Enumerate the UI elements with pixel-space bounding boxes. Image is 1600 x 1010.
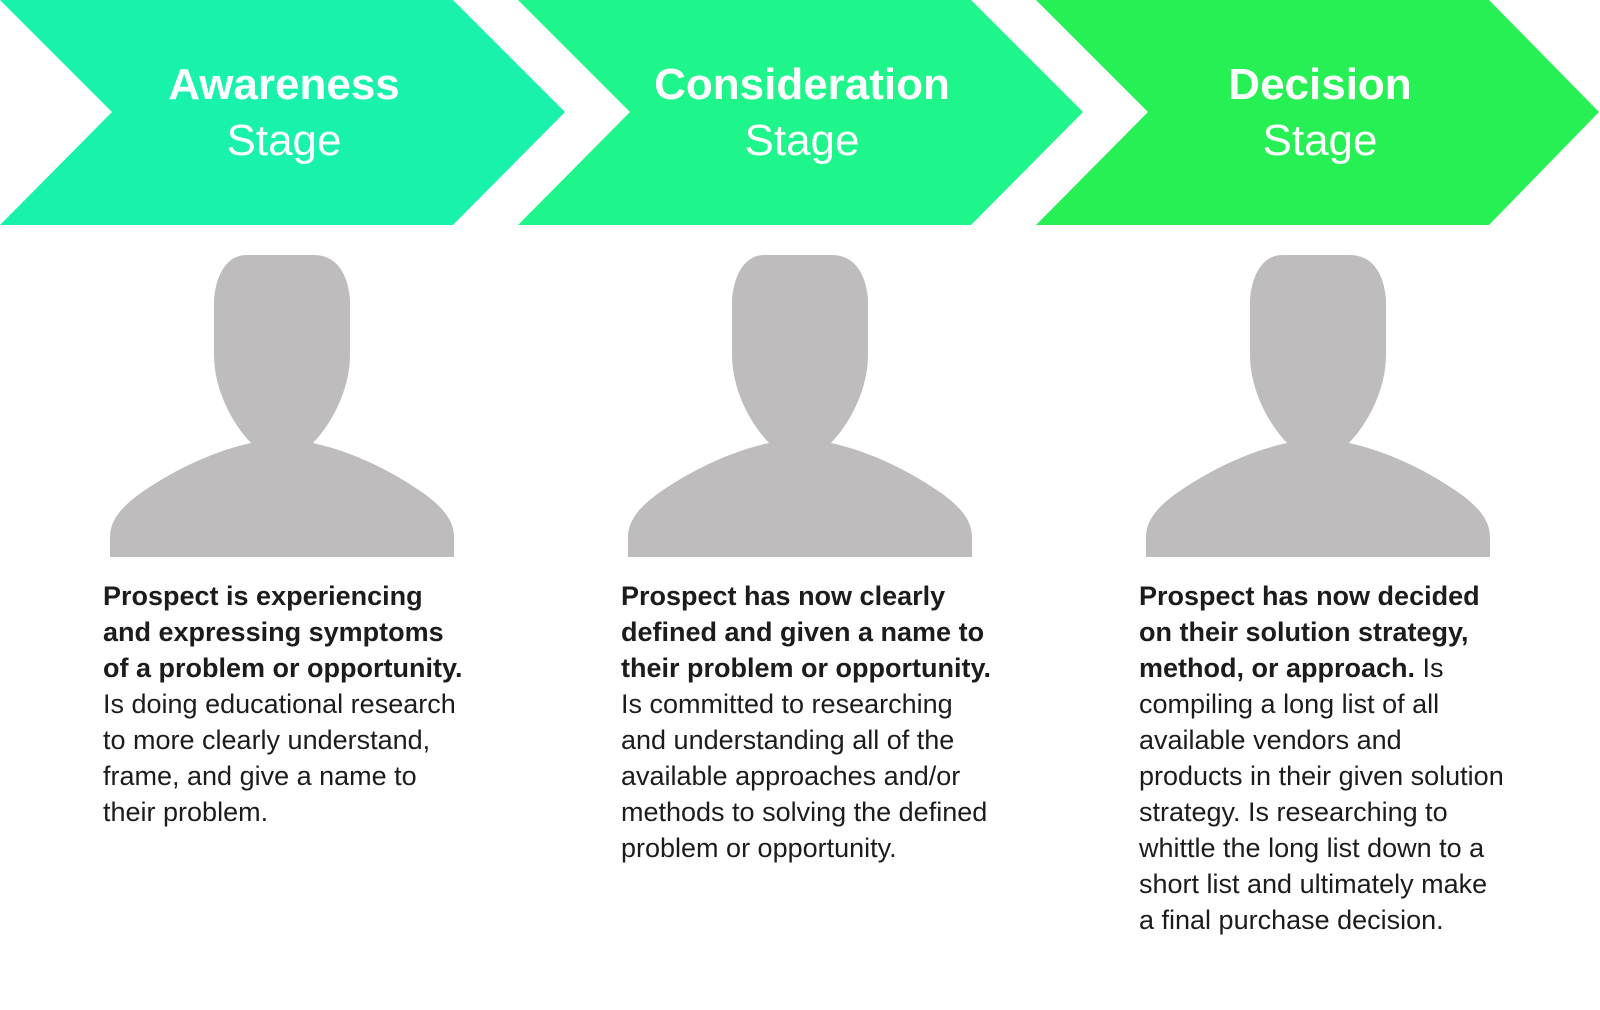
stage-description-decision: Prospect has now decided on their soluti… — [1139, 578, 1509, 938]
description-body: Is committed to researching and understa… — [621, 689, 988, 863]
stage-chevron-decision: Decision Stage — [1036, 0, 1600, 225]
stage-chevron-awareness: Awareness Stage — [0, 0, 568, 225]
stage-subtitle: Stage — [1262, 116, 1378, 165]
stage-description-consideration: Prospect has now clearly defined and giv… — [621, 578, 991, 866]
chevron-shape — [1036, 0, 1599, 225]
person-silhouette-icon — [628, 255, 972, 557]
chevron-shape — [0, 0, 565, 225]
stage-title: Decision — [1228, 60, 1412, 109]
description-body: Is compiling a long list of all availabl… — [1139, 653, 1504, 935]
chevron-shape — [518, 0, 1083, 225]
stage-subtitle: Stage — [226, 116, 342, 165]
chevron-fill — [518, 0, 1083, 225]
chevron-fill — [0, 0, 565, 225]
stage-title: Awareness — [168, 60, 400, 109]
stage-description-awareness: Prospect is experiencing and expressing … — [103, 578, 473, 830]
chevron-fill — [1036, 0, 1599, 225]
stage-title: Consideration — [654, 60, 950, 109]
stage-chevron-consideration: Consideration Stage — [518, 0, 1086, 225]
stage-subtitle: Stage — [744, 116, 860, 165]
person-silhouette-icon — [110, 255, 454, 557]
description-lead: Prospect is experiencing and expressing … — [103, 581, 463, 683]
description-lead: Prospect has now decided on their soluti… — [1139, 581, 1480, 683]
description-lead: Prospect has now clearly defined and giv… — [621, 581, 991, 683]
description-body: Is doing educational research to more cl… — [103, 689, 456, 827]
person-silhouette-icon — [1146, 255, 1490, 557]
